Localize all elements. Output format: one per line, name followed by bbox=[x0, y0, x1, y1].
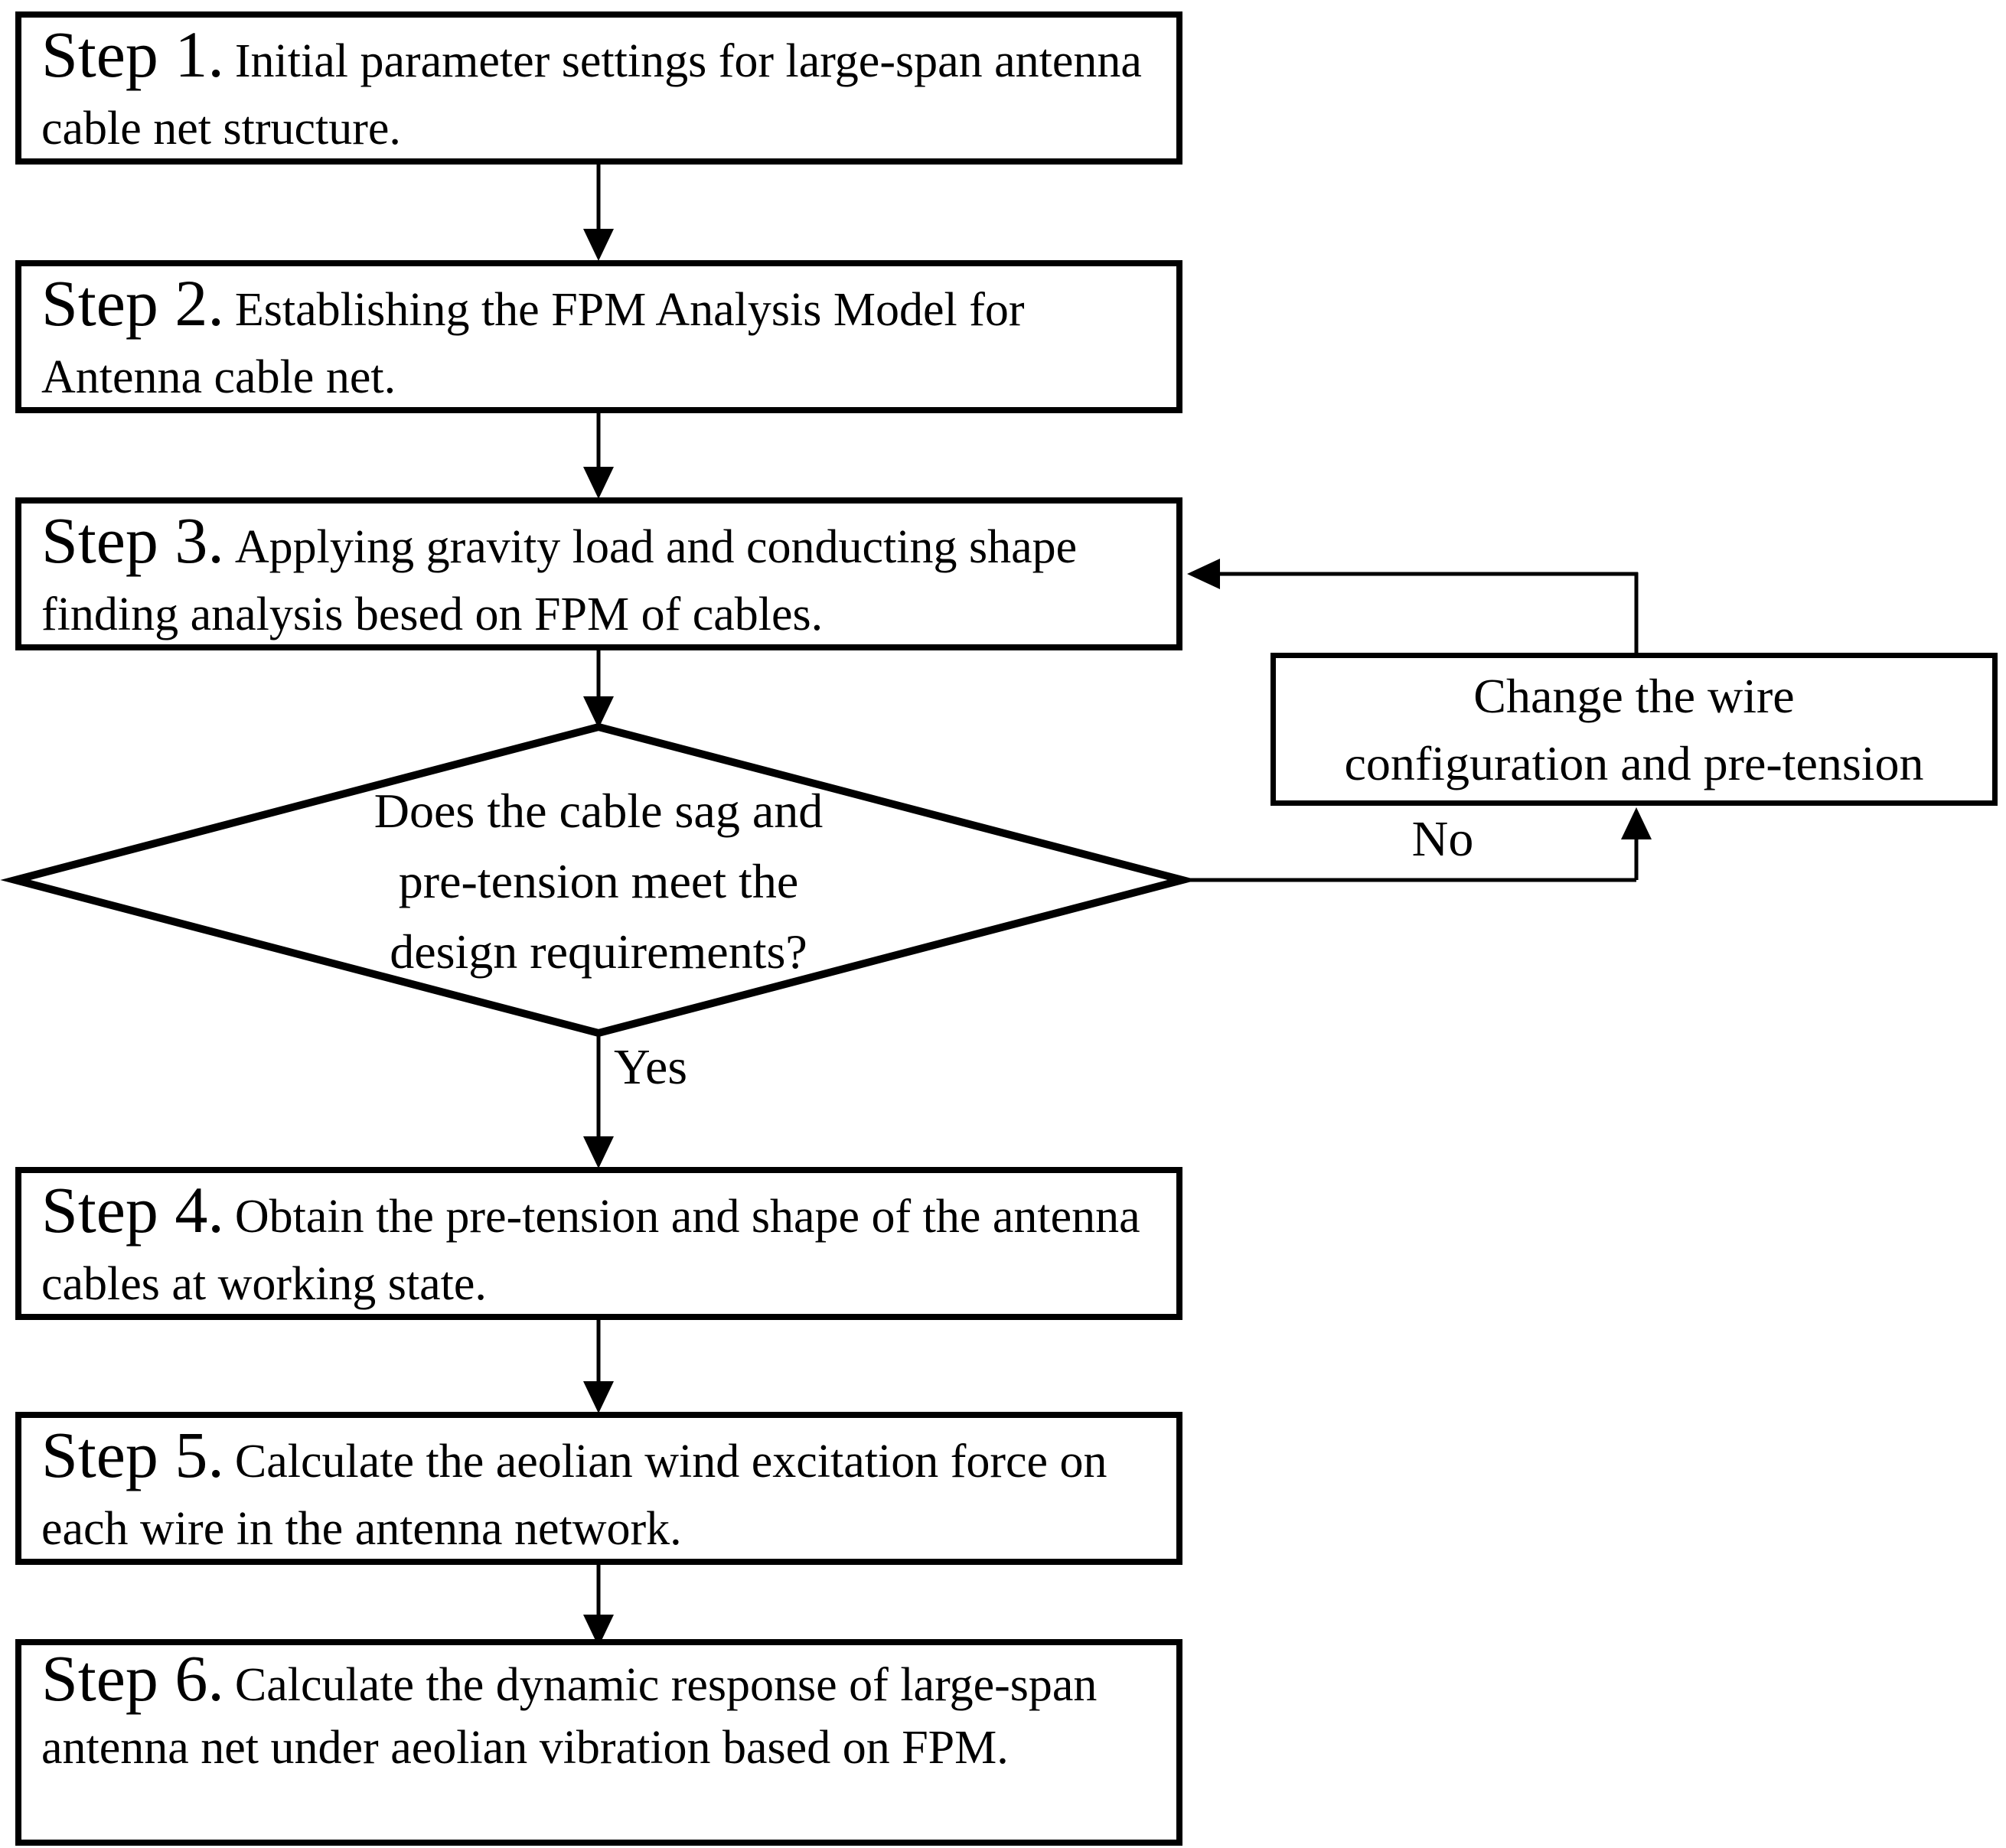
step-2-box: Step 2.Establishing the FPM Analysis Mod… bbox=[15, 260, 1182, 413]
step-2-label: Step 2. bbox=[41, 266, 224, 340]
step-4-box: Step 4.Obtain the pre-tension and shape … bbox=[15, 1167, 1182, 1320]
decision-text-line-2: pre-tension meet the bbox=[398, 854, 799, 908]
step-6-label: Step 6. bbox=[41, 1641, 224, 1715]
step-1-text: Initial parameter settings for large-spa… bbox=[41, 35, 1142, 155]
step-5-box: Step 5.Calculate the aeolian wind excita… bbox=[15, 1412, 1182, 1565]
change-wire-line-1: Change the wire bbox=[1473, 669, 1795, 723]
step-3-box: Step 3.Applying gravity load and conduct… bbox=[15, 497, 1182, 650]
decision-text-line-1: Does the cable sag and bbox=[373, 784, 824, 838]
step-2-text: Establishing the FPM Analysis Model for … bbox=[41, 284, 1025, 403]
change-wire-line-2: configuration and pre-tension bbox=[1344, 736, 1924, 790]
arrow-step5-step6-head bbox=[583, 1615, 614, 1647]
step-6-text: Calculate the dynamic response of large-… bbox=[41, 1659, 1098, 1774]
step-5-text: Calculate the aeolian wind excitation fo… bbox=[41, 1436, 1107, 1555]
arrow-step3-decision-head bbox=[583, 696, 614, 728]
change-wire-box: Change the wire configuration and pre-te… bbox=[1270, 653, 1998, 806]
decision-text-line-3: design requirements? bbox=[390, 924, 807, 979]
no-branch-arrow-head bbox=[1621, 807, 1652, 839]
arrow-yes-step4-head bbox=[583, 1136, 614, 1168]
yes-label: Yes bbox=[614, 1039, 688, 1095]
loopback-arrow-head bbox=[1187, 559, 1220, 589]
step-3-text: Applying gravity load and conducting sha… bbox=[41, 521, 1078, 640]
no-label: No bbox=[1411, 811, 1474, 867]
step-1-box: Step 1.Initial parameter settings for la… bbox=[15, 11, 1182, 165]
arrow-step2-step3-head bbox=[583, 467, 614, 499]
step-4-text: Obtain the pre-tension and shape of the … bbox=[41, 1191, 1140, 1310]
step-6-box: Step 6.Calculate the dynamic response of… bbox=[15, 1639, 1182, 1846]
step-3-label: Step 3. bbox=[41, 504, 224, 577]
step-1-label: Step 1. bbox=[41, 18, 224, 91]
step-4-label: Step 4. bbox=[41, 1173, 224, 1247]
decision-diamond: Does the cable sag and pre-tension meet … bbox=[308, 776, 889, 987]
arrow-step4-step5-head bbox=[583, 1381, 614, 1413]
arrow-step1-step2-head bbox=[583, 229, 614, 261]
step-5-label: Step 5. bbox=[41, 1418, 224, 1491]
